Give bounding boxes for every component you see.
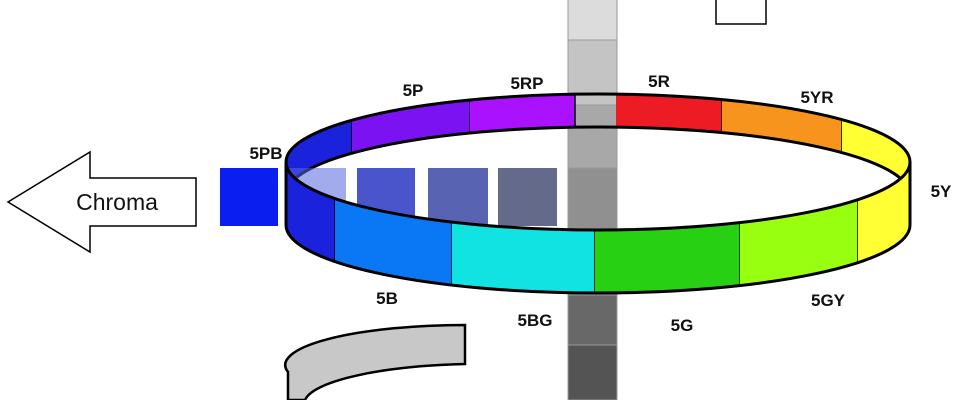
hue-label-5yr: 5YR	[800, 88, 833, 107]
value-scale-column	[567, 0, 767, 400]
chroma-arrow: Chroma	[6, 150, 197, 254]
value-white-swatch	[715, 0, 767, 25]
hue-label-5pb: 5PB	[249, 144, 282, 163]
hue-label-5r: 5R	[648, 72, 670, 91]
chroma-arrow-label: Chroma	[76, 189, 158, 215]
hue-label-5g: 5G	[671, 316, 694, 335]
value-step	[567, 104, 618, 169]
hue-label-5gy: 5GY	[811, 291, 846, 310]
hue-label-5y: 5Y	[931, 182, 952, 201]
hue-segment-5gy-front	[740, 162, 858, 293]
chroma-swatch	[220, 168, 278, 226]
hue-label-5bg: 5BG	[518, 311, 553, 330]
hue-label-5b: 5B	[376, 289, 398, 308]
left-arrow-icon	[6, 150, 197, 254]
hue-ring-front-outline	[284, 161, 912, 295]
hue-segment-5r	[616, 94, 722, 195]
hue-labels: 5R 5YR 5Y 5GY 5G 5BG 5B 5PB 5P 5RP	[249, 72, 952, 335]
value-step	[567, 0, 618, 41]
value-step	[567, 344, 618, 400]
chroma-swatch	[498, 168, 557, 226]
lower-gray-band	[283, 323, 467, 400]
value-step	[567, 167, 618, 231]
chroma-swatch	[428, 168, 488, 226]
hue-label-5rp: 5RP	[510, 74, 543, 93]
hue-label-5p: 5P	[403, 81, 424, 100]
value-step	[567, 294, 618, 346]
